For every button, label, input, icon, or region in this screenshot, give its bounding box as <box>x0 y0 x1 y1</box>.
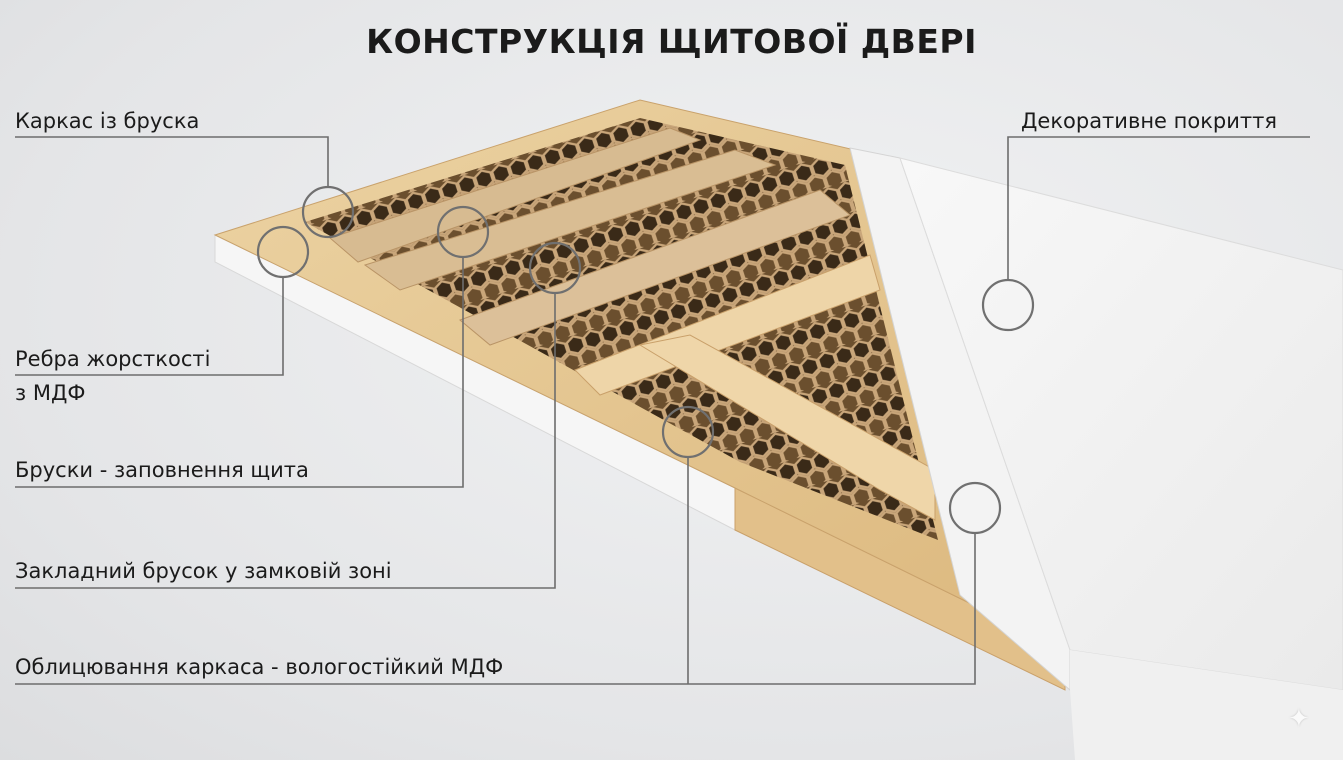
mdf-rib <box>363 149 777 291</box>
label-coating: Декоративне покриття <box>1021 109 1277 133</box>
callout-lock-bar-circle <box>528 241 582 295</box>
callout-cladding-circle-2 <box>948 481 1002 535</box>
callout-cladding-circle <box>661 405 715 459</box>
label-frame: Каркас із бруска <box>15 109 200 133</box>
mdf-rib <box>459 189 851 346</box>
callout-bars-circle <box>436 205 490 259</box>
label-lock-bar: Закладний брусок у замковій зоні <box>15 559 392 583</box>
mdf-rib <box>328 127 702 263</box>
filler-bar <box>574 254 881 396</box>
label-bars: Бруски - заповнення щита <box>15 458 309 482</box>
callout-coating-circle <box>981 278 1035 332</box>
callout-frame-circle <box>301 185 355 239</box>
page-title: КОНСТРУКЦІЯ ЩИТОВОЇ ДВЕРІ <box>366 22 977 61</box>
decorative-panel-bottom <box>1070 650 1343 760</box>
decorative-coating-panel <box>899 157 1343 691</box>
label-cladding: Облицювання каркаса - вологостійкий МДФ <box>15 655 504 679</box>
label-ribs-line2: з МДФ <box>15 381 86 405</box>
leader-lines <box>15 136 1310 685</box>
label-ribs-line1: Ребра жорсткості <box>15 347 211 371</box>
callout-ribs-circle <box>256 225 310 279</box>
sparkle-icon: ✦ <box>1288 704 1310 734</box>
